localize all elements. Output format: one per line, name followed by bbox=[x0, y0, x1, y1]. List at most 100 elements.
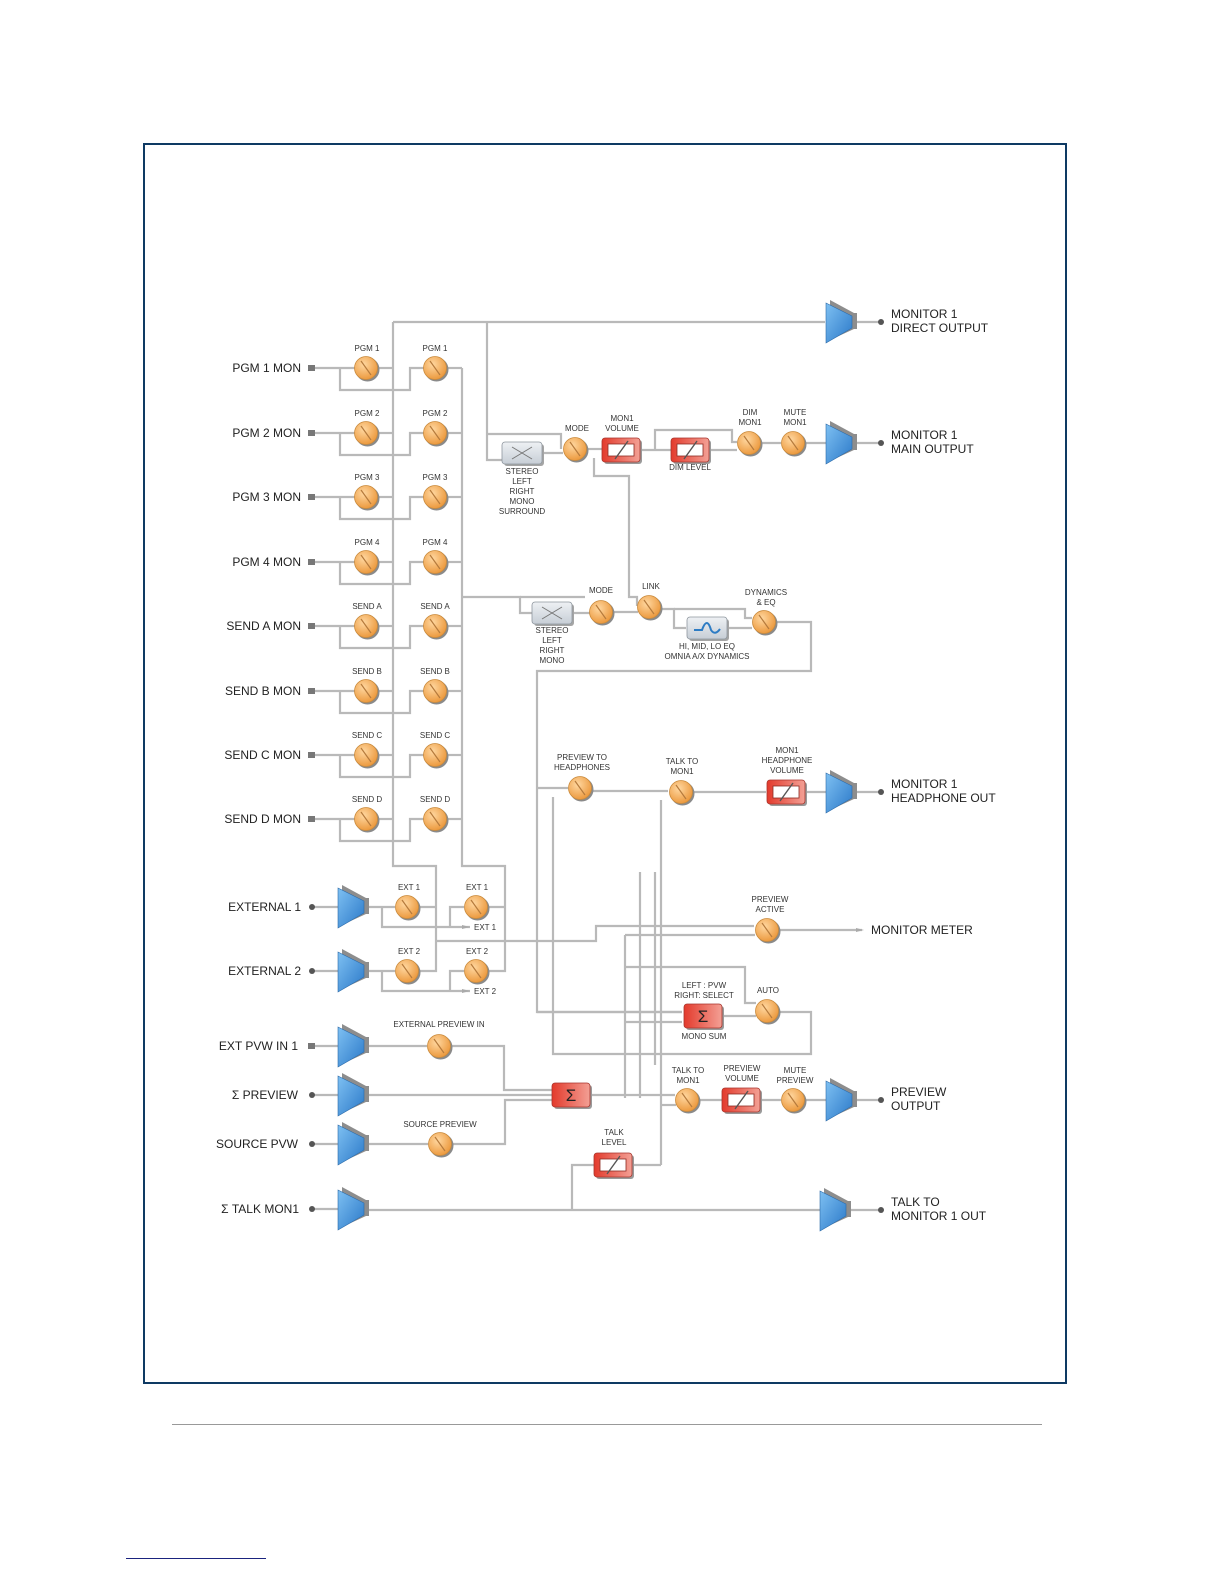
knob-indicator bbox=[470, 899, 482, 915]
input-amplifier-icon bbox=[337, 885, 369, 929]
input-jack-icon bbox=[308, 688, 315, 694]
mode-option-label: RIGHT bbox=[540, 646, 565, 655]
output-label: MONITOR METER bbox=[871, 923, 973, 937]
knob-label: PGM 4 bbox=[423, 538, 448, 547]
output-dot bbox=[878, 789, 884, 795]
output-dot bbox=[878, 1207, 884, 1213]
mode-option-label: MONO bbox=[540, 656, 565, 665]
input-label: PGM 4 MON bbox=[232, 555, 301, 569]
knob-label: LINK bbox=[642, 582, 660, 591]
preview-sum-icon: Σ bbox=[551, 1082, 592, 1109]
knob-indicator bbox=[360, 811, 372, 827]
mode-switch-main bbox=[501, 441, 544, 466]
knob-label: ACTIVE bbox=[756, 905, 785, 914]
sigma-glyph: Σ bbox=[698, 1007, 709, 1026]
amp-body bbox=[337, 887, 365, 929]
amp-body bbox=[825, 423, 853, 465]
knob-indicator bbox=[761, 1003, 773, 1019]
knob-label: EXTERNAL PREVIEW IN bbox=[393, 1020, 485, 1029]
mono-sum-caption: MONO SUM bbox=[682, 1032, 727, 1041]
knob-label: DYNAMICS bbox=[745, 588, 787, 597]
wire bbox=[338, 817, 435, 843]
output-dot bbox=[878, 319, 884, 325]
knob-indicator bbox=[434, 1136, 446, 1152]
input-jack-icon bbox=[309, 968, 315, 974]
knob-label: SEND C bbox=[420, 731, 450, 740]
mode-knob bbox=[563, 437, 589, 463]
input-amplifier-icon bbox=[337, 1122, 369, 1166]
input-label: SEND A MON bbox=[226, 619, 301, 633]
preview-volume-fader-icon bbox=[721, 1087, 762, 1114]
wire bbox=[451, 1044, 553, 1092]
knob-label: TALK TO bbox=[666, 757, 698, 766]
rotary-knob-icon bbox=[354, 421, 380, 447]
knob-indicator bbox=[360, 489, 372, 505]
knob-indicator bbox=[360, 747, 372, 763]
knob-label: MUTE bbox=[784, 408, 807, 417]
knob-label: SEND C bbox=[352, 731, 382, 740]
knob-label: MODE bbox=[565, 424, 589, 433]
input-jack-icon bbox=[308, 1043, 315, 1049]
monitor1-direct-output-label: DIRECT OUTPUT bbox=[891, 321, 989, 335]
knob-label: MON1 bbox=[738, 418, 762, 427]
knob-label: PGM 3 bbox=[423, 473, 448, 482]
knob-indicator bbox=[470, 963, 482, 979]
wire bbox=[338, 624, 435, 650]
preview-input-label: Σ PREVIEW bbox=[232, 1088, 299, 1102]
input-jack-icon bbox=[309, 1092, 315, 1098]
mode-option-label: LEFT bbox=[542, 636, 562, 645]
tap-arrow-icon bbox=[462, 925, 470, 929]
knob-label: MON1 bbox=[783, 418, 807, 427]
mode-option-label: SURROUND bbox=[499, 507, 545, 516]
input-jack-icon bbox=[309, 1206, 315, 1212]
talk-input-label: Σ TALK MON1 bbox=[221, 1202, 299, 1216]
rotary-knob-icon bbox=[354, 550, 380, 576]
wire bbox=[338, 495, 435, 521]
input-label: SEND C MON bbox=[224, 748, 301, 762]
rotary-knob-icon bbox=[395, 959, 421, 985]
knob-indicator bbox=[643, 599, 655, 615]
tap-label: EXT 2 bbox=[474, 987, 497, 996]
knob-indicator bbox=[743, 435, 755, 451]
rotary-knob-icon bbox=[423, 356, 449, 382]
knob-label: HEADPHONES bbox=[554, 763, 610, 772]
rotary-knob-icon bbox=[423, 807, 449, 833]
monitor1-direct-output-label: MONITOR 1 bbox=[891, 307, 958, 321]
mono-sum-icon: Σ bbox=[683, 1003, 724, 1030]
rotary-knob-icon bbox=[354, 743, 380, 769]
fader-label: MON1 bbox=[775, 746, 799, 755]
tap-label: EXT 1 bbox=[474, 923, 497, 932]
eq-caption: HI, MID, LO EQ bbox=[679, 642, 735, 651]
input-jack-icon bbox=[308, 365, 315, 371]
wire bbox=[592, 458, 639, 606]
fader-body bbox=[551, 1082, 591, 1108]
headphone-volume-fader-icon bbox=[766, 779, 807, 806]
knob-label: SEND A bbox=[352, 602, 382, 611]
fader-label: LEVEL bbox=[602, 1138, 627, 1147]
rotary-knob-icon bbox=[354, 356, 380, 382]
wire bbox=[653, 428, 737, 450]
amp-body bbox=[825, 772, 853, 814]
monitor1-headphone-out-amplifier-icon bbox=[825, 770, 857, 814]
preview-talk-knob bbox=[675, 1088, 701, 1114]
fader-label: DIM LEVEL bbox=[669, 463, 711, 472]
meter-arrow-icon bbox=[856, 928, 864, 932]
auto-knob bbox=[755, 999, 781, 1025]
rotary-knob-icon bbox=[423, 485, 449, 511]
amp-body bbox=[337, 951, 365, 993]
wire bbox=[570, 1163, 594, 1210]
knob-label: DIM bbox=[743, 408, 758, 417]
knob-indicator bbox=[429, 683, 441, 699]
knob-label: PREVIEW TO bbox=[557, 753, 607, 762]
fader-label: MON1 bbox=[610, 414, 634, 423]
preview-input-label: SOURCE PVW bbox=[216, 1137, 299, 1151]
wire bbox=[380, 907, 470, 929]
eq-caption: OMNIA A/X DYNAMICS bbox=[665, 652, 750, 661]
mode-knob-headphone bbox=[589, 600, 615, 626]
talk-to-mon1-knob bbox=[669, 780, 695, 806]
monitor1-headphone-out-label: MONITOR 1 bbox=[891, 777, 958, 791]
amp-body bbox=[825, 302, 853, 344]
rotary-knob-icon bbox=[464, 959, 490, 985]
